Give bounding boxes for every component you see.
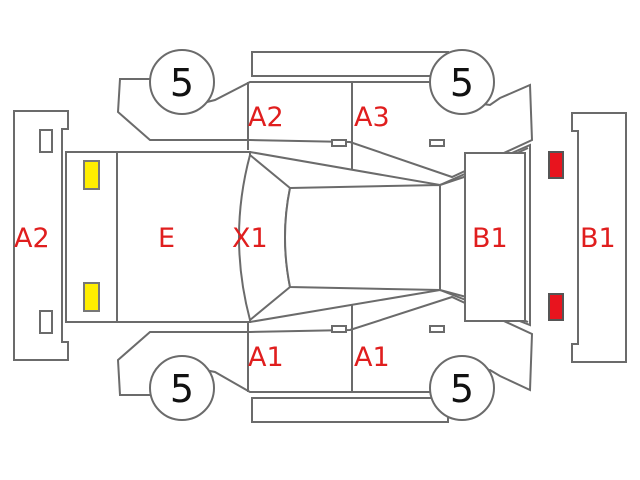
label-hood: E [158, 223, 175, 254]
headlamp-bottom [83, 282, 100, 312]
label-tailgate: B1 [472, 223, 508, 254]
label-front-left-door: A2 [248, 102, 284, 133]
headlamp-top [83, 160, 100, 190]
tire-top-right: 5 [429, 49, 495, 115]
taillamp-top [548, 151, 564, 179]
label-rear-right-door: A1 [354, 342, 390, 373]
label-rear-left-door: A3 [354, 102, 390, 133]
label-front-bumper: A2 [14, 223, 50, 254]
tire-bottom-right-rating: 5 [450, 367, 474, 411]
label-rear-bumper: B1 [580, 223, 616, 254]
front-bumper [13, 110, 69, 361]
label-front-right-door: A1 [248, 342, 284, 373]
taillamp-bottom [548, 293, 564, 321]
label-roof-front: X1 [232, 223, 268, 254]
tire-bottom-left-rating: 5 [170, 367, 194, 411]
tire-bottom-left: 5 [149, 355, 215, 421]
tire-top-right-rating: 5 [450, 61, 474, 105]
body-side-bottom [116, 290, 534, 423]
tire-bottom-right: 5 [429, 355, 495, 421]
tire-top-left-rating: 5 [170, 61, 194, 105]
rear-bumper [571, 112, 627, 363]
body-side-top [116, 51, 534, 185]
body-top-view [65, 143, 531, 327]
tire-top-left: 5 [149, 49, 215, 115]
